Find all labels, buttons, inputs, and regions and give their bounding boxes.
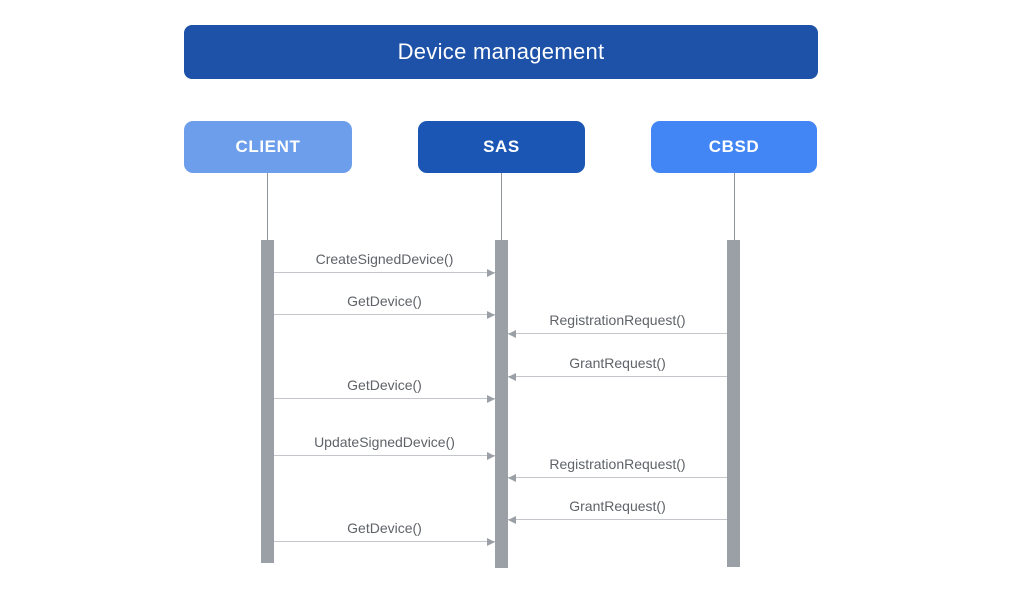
actor-sas-label: SAS [483,137,520,156]
message-label: RegistrationRequest() [549,456,686,472]
message-label: UpdateSignedDevice() [314,434,455,450]
message-arrow-right [274,311,495,319]
lifeline-sas [501,173,502,240]
message-get-device-2: GetDevice() [274,377,495,403]
message-arrow-right [274,269,495,277]
message-arrow-left [508,330,727,338]
message-label: GetDevice() [347,377,422,393]
activation-bar-sas [495,240,508,568]
actor-client-label: CLIENT [235,137,301,156]
message-create-signed-device: CreateSignedDevice() [274,251,495,277]
actor-cbsd: CBSD [651,121,817,173]
message-label: RegistrationRequest() [549,312,686,328]
message-label: GetDevice() [347,520,422,536]
actor-client: CLIENT [184,121,352,173]
message-arrow-left [508,373,727,381]
message-grant-request-1: GrantRequest() [508,355,727,381]
message-label: CreateSignedDevice() [315,251,454,267]
diagram-title-bar: Device management [184,25,818,79]
message-arrow-left [508,474,727,482]
actor-cbsd-label: CBSD [708,137,760,156]
message-label: GrantRequest() [569,498,666,514]
message-arrow-right [274,538,495,546]
activation-bar-client [261,240,274,563]
message-label: GetDevice() [347,293,422,309]
lifeline-client [267,173,268,240]
message-registration-request-2: RegistrationRequest() [508,456,727,482]
message-grant-request-2: GrantRequest() [508,498,727,524]
message-label: GrantRequest() [569,355,666,371]
message-registration-request-1: RegistrationRequest() [508,312,727,338]
diagram-title: Device management [397,39,605,64]
lifeline-cbsd [734,173,735,240]
activation-bar-cbsd [727,240,740,567]
message-arrow-left [508,516,727,524]
message-update-signed-device: UpdateSignedDevice() [274,434,495,460]
message-arrow-right [274,395,495,403]
message-get-device-1: GetDevice() [274,293,495,319]
message-get-device-3: GetDevice() [274,520,495,546]
message-arrow-right [274,452,495,460]
actor-sas: SAS [418,121,585,173]
